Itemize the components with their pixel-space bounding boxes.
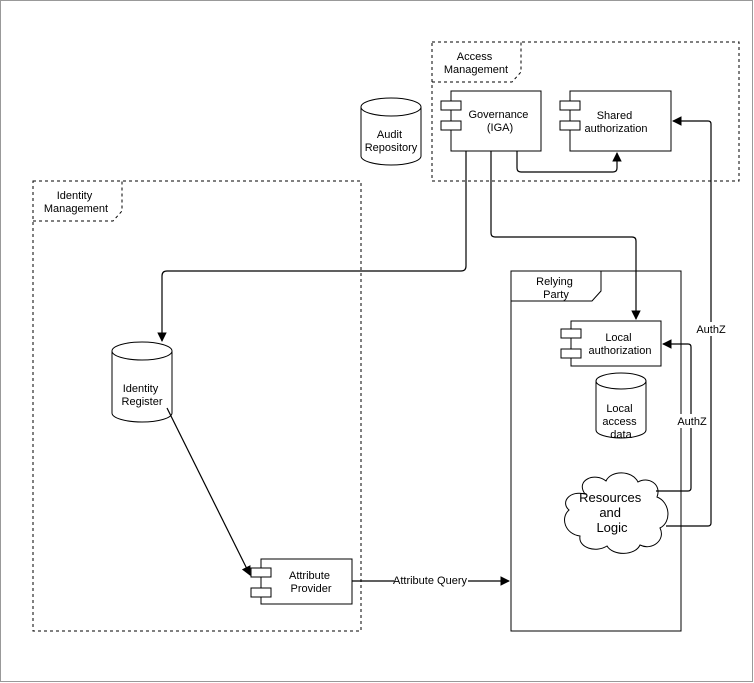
governance-component: Governance (IGA) [440,90,542,152]
shared-authorization-component: Shared authorization [559,90,672,152]
audit-repository-label: Audit Repository [365,129,418,154]
access-management-title: Access Management [444,51,508,76]
local-authorization-label: Local authorization [589,332,652,357]
relying-party-frame: Relying Party [510,270,682,632]
component-icon [250,567,272,578]
audit-repository-store: Audit Repository [360,97,422,166]
attribute-query-label-bg [394,573,468,587]
local-access-data-label: Local access data [602,403,639,441]
edge-governance-to-identity-register [157,151,467,342]
relying-party-title: Relying Party [536,276,576,301]
authz-local-label-bg [677,414,707,428]
governance-label: Governance (IGA) [469,109,532,134]
authz-local-label: AuthZ [677,416,707,428]
access-management-frame: Access Management [431,41,740,182]
shared-authorization-label: Shared authorization [585,110,648,135]
component-icon [250,587,272,598]
local-authorization-component: Local authorization [560,320,662,367]
authz-shared-label: AuthZ [696,324,726,336]
resources-logic-cloud: Resources and Logic [564,472,669,554]
component-icon [440,120,462,131]
edge-governance-to-local-authorization [490,151,641,320]
attribute-provider-component: Attribute Provider [250,558,353,605]
component-icon [559,120,581,131]
identity-register-store: Identity Register [111,341,173,423]
edge-governance-to-shared-authorization [516,151,622,173]
resources-logic-label: Resources and Logic [579,490,645,535]
local-access-data-store: Local access data [595,372,647,441]
component-icon [440,100,462,111]
attribute-provider-label: Attribute Provider [289,570,333,595]
authz-shared-label-bg [696,322,726,336]
component-icon [559,100,581,111]
edge-identity-register-to-attribute-provider [166,407,251,576]
identity-management-frame: Identity Management [32,180,362,632]
attribute-query-label: Attribute Query [393,575,467,587]
component-icon [560,348,582,359]
component-icon [560,328,582,339]
identity-management-title: Identity Management [44,190,108,215]
identity-register-label: Identity Register [122,383,163,408]
